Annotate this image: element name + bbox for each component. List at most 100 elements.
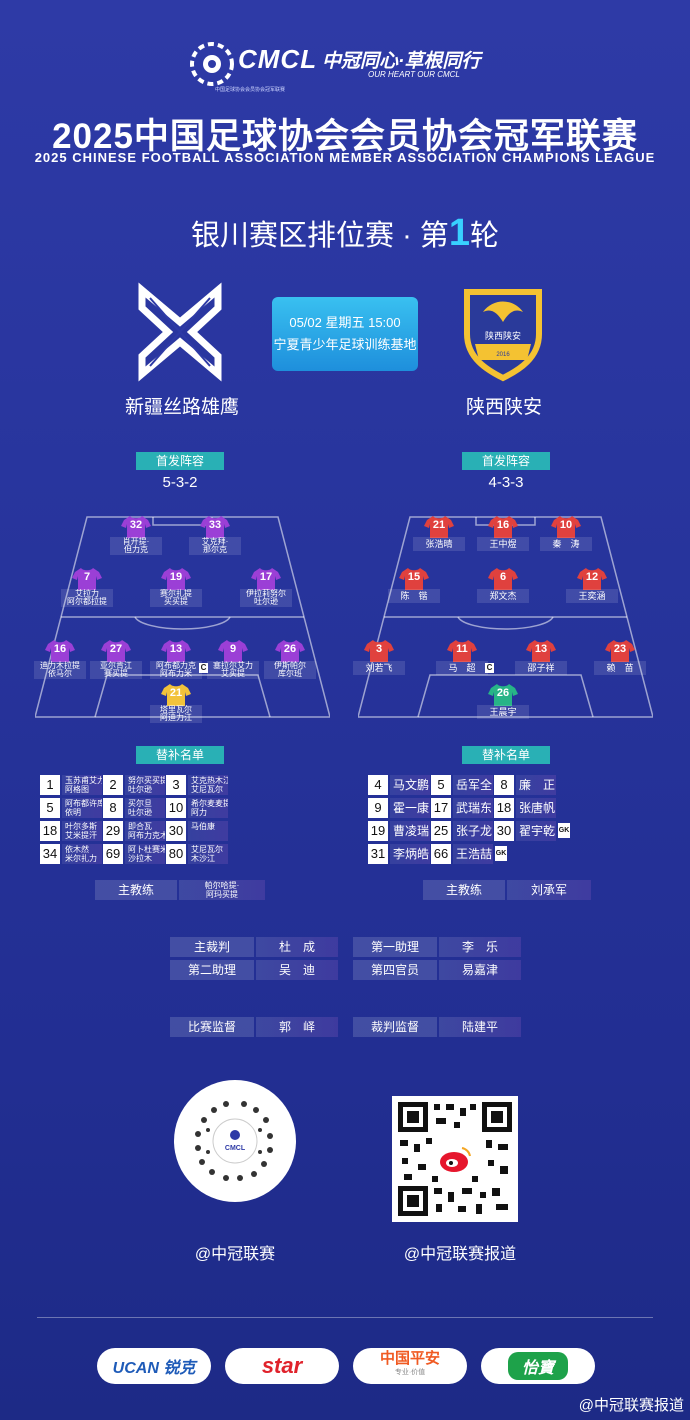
- player-name: 阿布都力克 阿布力米: [150, 661, 202, 679]
- official-row: 裁判监督陆建平: [353, 1017, 521, 1037]
- jersey-icon: 10: [551, 515, 581, 539]
- sub-number: 18: [40, 821, 60, 841]
- sub-name: 马伯康: [188, 821, 228, 841]
- home-formation: 5-3-2: [162, 474, 198, 491]
- away-coach-label: 主教练: [423, 880, 505, 900]
- player-number: 6: [499, 571, 507, 583]
- sub-number: 2: [103, 775, 123, 795]
- sub-name: 张子龙: [453, 821, 493, 841]
- sub-number: 29: [103, 821, 123, 841]
- sub-name: 马文鹏: [390, 775, 430, 795]
- sub-name: 阿卜杜赛米 沙拉木: [125, 844, 165, 864]
- player-number: 7: [83, 571, 91, 583]
- player-number: 26: [283, 643, 297, 655]
- player-number: 21: [169, 687, 183, 699]
- player-number: 33: [208, 519, 222, 531]
- douyin-qr-code[interactable]: CMCL: [174, 1080, 296, 1202]
- player-number: 19: [169, 571, 183, 583]
- away-subs-label: 替补名单: [462, 746, 550, 764]
- jersey-icon: 26: [275, 639, 305, 663]
- official-name: 杜 成: [256, 937, 338, 957]
- match-info-box: 05/02 星期五 15:00 宁夏青少年足球训练基地: [272, 297, 418, 371]
- jersey-icon: 15: [399, 567, 429, 591]
- sub-number: 10: [166, 798, 186, 818]
- player-name: 肖开提· 但力克: [110, 537, 162, 555]
- away-badge-text: 陕西陕安: [485, 330, 521, 341]
- player-number: 9: [229, 643, 237, 655]
- sub-number: 4: [368, 775, 388, 795]
- sub-name: 叶尔多斯 艾米提汗: [62, 821, 102, 841]
- away-coach-name: 刘承军: [507, 880, 591, 900]
- sub-number: 5: [40, 798, 60, 818]
- player-name: 塞拉尔艾力 艾买提: [207, 661, 259, 679]
- sub-number: 69: [103, 844, 123, 864]
- sub-name: 曹凌瑞: [390, 821, 430, 841]
- page-title-en: 2025 CHINESE FOOTBALL ASSOCIATION MEMBER…: [34, 150, 656, 165]
- jersey-icon: 16: [45, 639, 75, 663]
- jersey-icon: 6: [488, 567, 518, 591]
- away-team-name: 陕西陕安: [465, 397, 542, 418]
- away-team-badge: 陕西陕安 2016: [453, 282, 553, 382]
- player-name: 艾拉力 阿尔都拉提: [61, 589, 113, 607]
- sub-name: 艾尼瓦尔 木沙江: [188, 844, 228, 864]
- home-coach-name: 帕尔哈提· 阿玛买提: [179, 880, 265, 900]
- player-name: 王晨宇: [477, 705, 529, 719]
- player-number: 16: [53, 643, 67, 655]
- slogan: 中冠同心·草根同行: [322, 51, 481, 72]
- player-name: 邵子祥: [515, 661, 567, 675]
- sponsor-star-name: star: [261, 1353, 303, 1378]
- official-role: 第四官员: [353, 960, 437, 980]
- sub-name: 买尔旦 吐尔逊: [125, 798, 165, 818]
- home-coach: 主教练 帕尔哈提· 阿玛买提: [95, 880, 265, 900]
- weibo-qr-code[interactable]: [392, 1096, 518, 1222]
- watermark: @中冠联赛报道: [578, 1397, 684, 1414]
- round-title: 银川赛区排位赛 · 第1轮: [0, 212, 690, 255]
- official-role: 第二助理: [170, 960, 254, 980]
- sub-name: 艾克热木江 艾尼瓦尔: [188, 775, 228, 795]
- weibo-handle: @中冠联赛报道: [403, 1246, 517, 1263]
- sponsor-pingan-name: 中国平安: [379, 1350, 440, 1367]
- player-number: 32: [129, 519, 143, 531]
- official-name: 易嘉津: [439, 960, 521, 980]
- home-player-card: 33 艾克拜· 那尔克: [185, 515, 245, 561]
- player-number: 16: [496, 519, 510, 531]
- sub-name: 努尔买买提 吐尔逊: [125, 775, 165, 795]
- player-name: 亚尔肯江 赛买提: [90, 661, 142, 679]
- logo-text: CMCL: [238, 44, 318, 74]
- official-role: 主裁判: [170, 937, 254, 957]
- sub-number: 8: [103, 798, 123, 818]
- sub-number: 1: [40, 775, 60, 795]
- slogan-en: OUR HEART OUR CMCL: [368, 70, 460, 79]
- gk-badge: GK: [558, 823, 570, 838]
- player-name: 郑文杰: [477, 589, 529, 603]
- sub-number: 30: [494, 821, 514, 841]
- player-name: 赖 苗: [594, 661, 646, 675]
- away-lineup-label: 首发阵容: [462, 452, 550, 470]
- player-name: 秦 涛: [540, 537, 592, 551]
- player-name: 艾克拜· 那尔克: [189, 537, 241, 555]
- home-coach-label: 主教练: [95, 880, 177, 900]
- sponsor-pingan: 中国平安 专业·价值: [353, 1348, 467, 1384]
- sponsor-ucan-name: UCAN 锐克: [112, 1360, 196, 1377]
- official-name: 李 乐: [439, 937, 521, 957]
- home-team-name: 新疆丝路雄鹰: [124, 397, 239, 418]
- captain-badge: C: [199, 663, 208, 673]
- home-player-card: 7 艾拉力 阿尔都拉提: [57, 567, 117, 613]
- page-title: 2025中国足球协会会员协会冠军联赛: [52, 117, 638, 156]
- jersey-icon: 33: [200, 515, 230, 539]
